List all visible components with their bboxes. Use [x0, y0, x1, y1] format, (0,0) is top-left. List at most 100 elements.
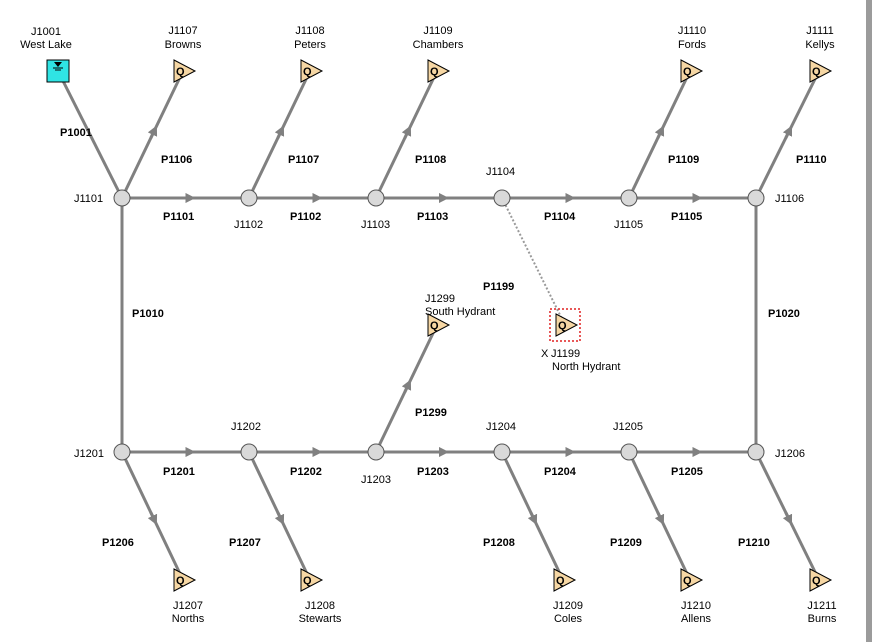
- pipe-p1299[interactable]: [374, 324, 439, 453]
- pipe-label: P1108: [415, 154, 446, 166]
- selection-box: [549, 308, 581, 342]
- scrollbar-thumb[interactable]: [866, 0, 872, 642]
- assigned-flow-icon: [809, 568, 833, 592]
- demand-name: Coles: [554, 613, 583, 625]
- demand-junction-j1209[interactable]: Q: [553, 568, 577, 592]
- pipe-label: P1201: [163, 466, 195, 478]
- flow-arrow-icon: [782, 511, 793, 526]
- junction-label: J1203: [361, 474, 391, 486]
- flow-arrow-icon: [654, 125, 665, 139]
- flow-glyph: Q: [812, 575, 821, 587]
- demand-name: South Hydrant: [425, 306, 495, 318]
- demand-junction-j1107[interactable]: Q: [173, 59, 197, 83]
- pipe-label: P1208: [483, 537, 515, 549]
- flow-arrow-icon: [401, 125, 412, 139]
- junction-label: J1201: [74, 448, 104, 460]
- flow-glyph: Q: [176, 66, 185, 78]
- demand-junction-j1111[interactable]: Q: [809, 59, 833, 83]
- junction-j1206[interactable]: [747, 443, 765, 461]
- flow-arrow-icon: [147, 125, 158, 139]
- reservoir-name: West Lake: [20, 39, 72, 51]
- vertical-scrollbar[interactable]: [864, 0, 875, 642]
- demand-id: J1207: [173, 600, 203, 612]
- demand-id: J1199: [551, 348, 580, 360]
- junction-j1205[interactable]: [620, 443, 638, 461]
- demand-id: J1208: [305, 600, 335, 612]
- pipe-label: P1010: [132, 308, 164, 320]
- junction-label: J1103: [361, 219, 390, 231]
- flow-arrow-icon: [527, 511, 538, 526]
- junction-icon: [113, 443, 131, 461]
- junction-label: J1101: [74, 193, 103, 205]
- junction-j1203[interactable]: [367, 443, 385, 461]
- pipe-p1107[interactable]: [247, 70, 312, 199]
- junction-label: J1204: [486, 421, 516, 433]
- pipe-p1106[interactable]: [120, 70, 185, 199]
- junction-label: J1105: [614, 219, 643, 231]
- flow-glyph: Q: [558, 320, 567, 332]
- pipe-line[interactable]: [56, 70, 124, 199]
- reservoir-j1001[interactable]: [46, 59, 70, 83]
- junction-label: J1102: [234, 219, 263, 231]
- demand-id: J1110: [678, 25, 706, 37]
- pipe-p1209[interactable]: [627, 451, 692, 581]
- pipe-p1001[interactable]: [56, 70, 124, 199]
- flow-arrow-icon: [401, 379, 412, 393]
- junction-j1202[interactable]: [240, 443, 258, 461]
- pipe-label: P1202: [290, 466, 322, 478]
- demand-junction-j1299[interactable]: Q: [427, 313, 451, 337]
- junction-j1103[interactable]: [367, 189, 385, 207]
- demand-junction-j1211[interactable]: Q: [809, 568, 833, 592]
- demand-id: J1111: [806, 25, 834, 37]
- flow-arrow-icon: [274, 511, 285, 526]
- flow-glyph: Q: [430, 66, 439, 78]
- junction-icon: [113, 189, 131, 207]
- pipe-p1109[interactable]: [627, 70, 692, 199]
- junction-label: J1206: [775, 448, 805, 460]
- junction-j1106[interactable]: [747, 189, 765, 207]
- demand-junction-j1199[interactable]: Q: [555, 313, 579, 337]
- pipe-p1110[interactable]: [754, 70, 821, 199]
- reservoir-icon: [46, 59, 70, 83]
- demand-junction-j1210[interactable]: Q: [680, 568, 704, 592]
- demand-junction-j1207[interactable]: Q: [173, 568, 197, 592]
- pipe-p1108[interactable]: [374, 70, 439, 199]
- flow-arrow-icon: [274, 125, 285, 139]
- pipe-label: P1020: [768, 308, 800, 320]
- demand-id: J1210: [681, 600, 711, 612]
- junction-j1102[interactable]: [240, 189, 258, 207]
- flow-arrow-icon: [147, 511, 158, 526]
- reservoir-id: J1001: [31, 26, 61, 38]
- junction-icon: [367, 443, 385, 461]
- demand-junction-j1109[interactable]: Q: [427, 59, 451, 83]
- flow-glyph: Q: [812, 66, 821, 78]
- assigned-flow-icon: [300, 568, 324, 592]
- pipe-p1210[interactable]: [754, 451, 821, 581]
- junction-icon: [620, 189, 638, 207]
- pipe-p1207[interactable]: [247, 451, 312, 581]
- pipe-label: P1199: [483, 281, 514, 293]
- pipe-label: P1106: [161, 154, 192, 166]
- demand-junction-j1110[interactable]: Q: [680, 59, 704, 83]
- junction-j1105[interactable]: [620, 189, 638, 207]
- flow-arrow-icon: [654, 511, 665, 526]
- assigned-flow-icon: [555, 313, 579, 337]
- demand-name: Peters: [294, 39, 326, 51]
- demand-junction-j1208[interactable]: Q: [300, 568, 324, 592]
- pipe-label: P1205: [671, 466, 703, 478]
- junction-j1201[interactable]: [113, 443, 131, 461]
- junction-j1101[interactable]: [113, 189, 131, 207]
- pipe-p1208[interactable]: [500, 451, 565, 581]
- flow-glyph: Q: [176, 575, 185, 587]
- demand-id: J1109: [423, 25, 452, 37]
- demand-id: J1299: [425, 293, 455, 305]
- junction-j1204[interactable]: [493, 443, 511, 461]
- assigned-flow-icon: [427, 59, 451, 83]
- demand-name: Allens: [681, 613, 711, 625]
- demand-junction-j1108[interactable]: Q: [300, 59, 324, 83]
- demand-id: J1209: [553, 600, 583, 612]
- pipe-p1206[interactable]: [120, 451, 185, 581]
- junction-j1104[interactable]: [493, 189, 511, 207]
- assigned-flow-icon: [680, 568, 704, 592]
